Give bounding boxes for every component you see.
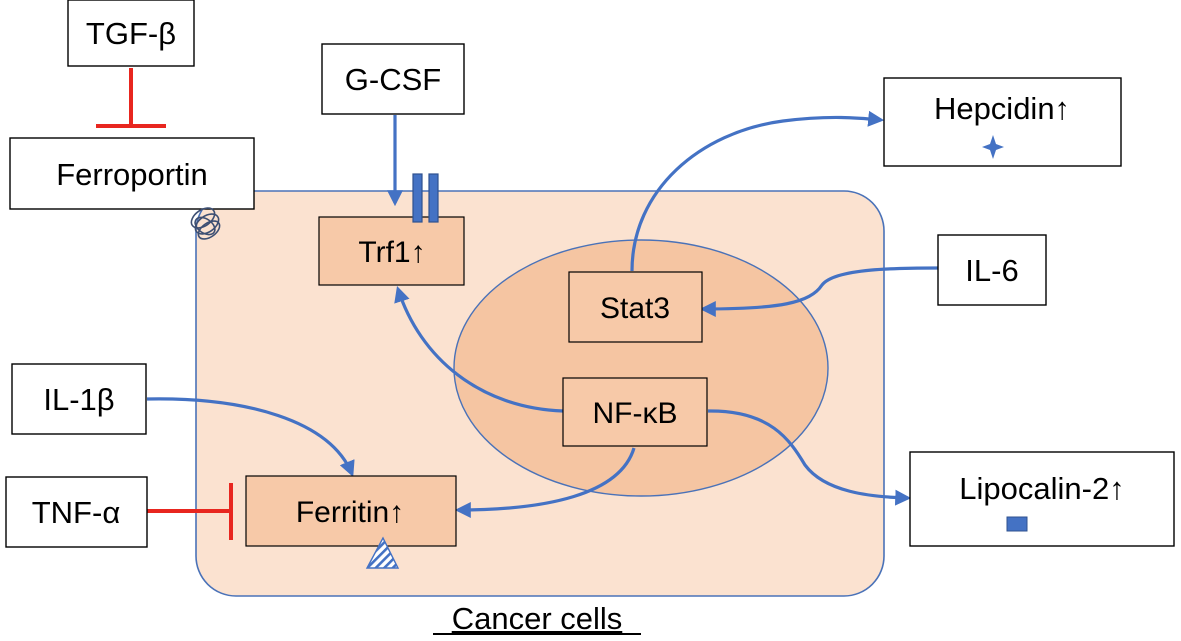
nfkb-label: NF-κB: [593, 397, 678, 430]
ferroportin-node: Ferroportin: [9, 137, 255, 210]
small-square-icon: [1006, 516, 1028, 532]
stat3-node: Stat3: [568, 271, 703, 343]
tgf-beta-label: TGF-β: [86, 16, 176, 51]
ferritin-node: Ferritin↑: [245, 475, 457, 547]
g-csf-label: G-CSF: [345, 62, 441, 97]
coil-channel-icon: [190, 207, 221, 240]
tnfa-node: TNF-α: [5, 476, 148, 548]
ferritin-label: Ferritin↑: [296, 496, 404, 529]
trf1-label: Trf1↑: [358, 236, 425, 269]
il6-to-stat3-arrow: [699, 266, 939, 317]
il1b-label: IL-1β: [43, 382, 114, 417]
g-csf-node: G-CSF: [321, 43, 465, 115]
lipocalin2-node: Lipocalin-2↑: [909, 451, 1175, 547]
tnfa-label: TNF-α: [32, 495, 121, 530]
cancer-cells-caption: Cancer cells: [452, 601, 623, 636]
four-point-star-icon: [982, 135, 1004, 159]
il6-label: IL-6: [965, 253, 1018, 288]
trf1-node: Trf1↑: [318, 216, 465, 286]
il6-node: IL-6: [937, 234, 1047, 306]
striped-triangle-icon: [365, 536, 400, 569]
tgf-ferroportin-inhibition: [96, 68, 166, 128]
ferroportin-label: Ferroportin: [56, 157, 208, 192]
il1b-to-ferritin-arrow: [146, 397, 355, 477]
nfkb-node: NF-κB: [562, 377, 708, 447]
tgf-beta-node: TGF-β: [67, 0, 195, 67]
il1b-node: IL-1β: [11, 363, 147, 435]
tnfa-ferritin-inhibition: [147, 483, 233, 540]
nfkb-to-ferritin-arrow: [454, 447, 636, 518]
hepcidin-label: Hepcidin↑: [934, 91, 1070, 126]
receptor-pair-icon: [412, 173, 439, 223]
stat3-label: Stat3: [600, 292, 670, 325]
nfkb-to-trf1-arrow: [394, 285, 564, 413]
nucleus: [453, 239, 829, 497]
stat3-to-hepcidin-arrow: [630, 110, 885, 272]
lipocalin2-label: Lipocalin-2↑: [959, 471, 1124, 506]
nfkb-to-lipocalin-arrow: [707, 409, 912, 506]
hepcidin-node: Hepcidin↑: [883, 77, 1122, 167]
